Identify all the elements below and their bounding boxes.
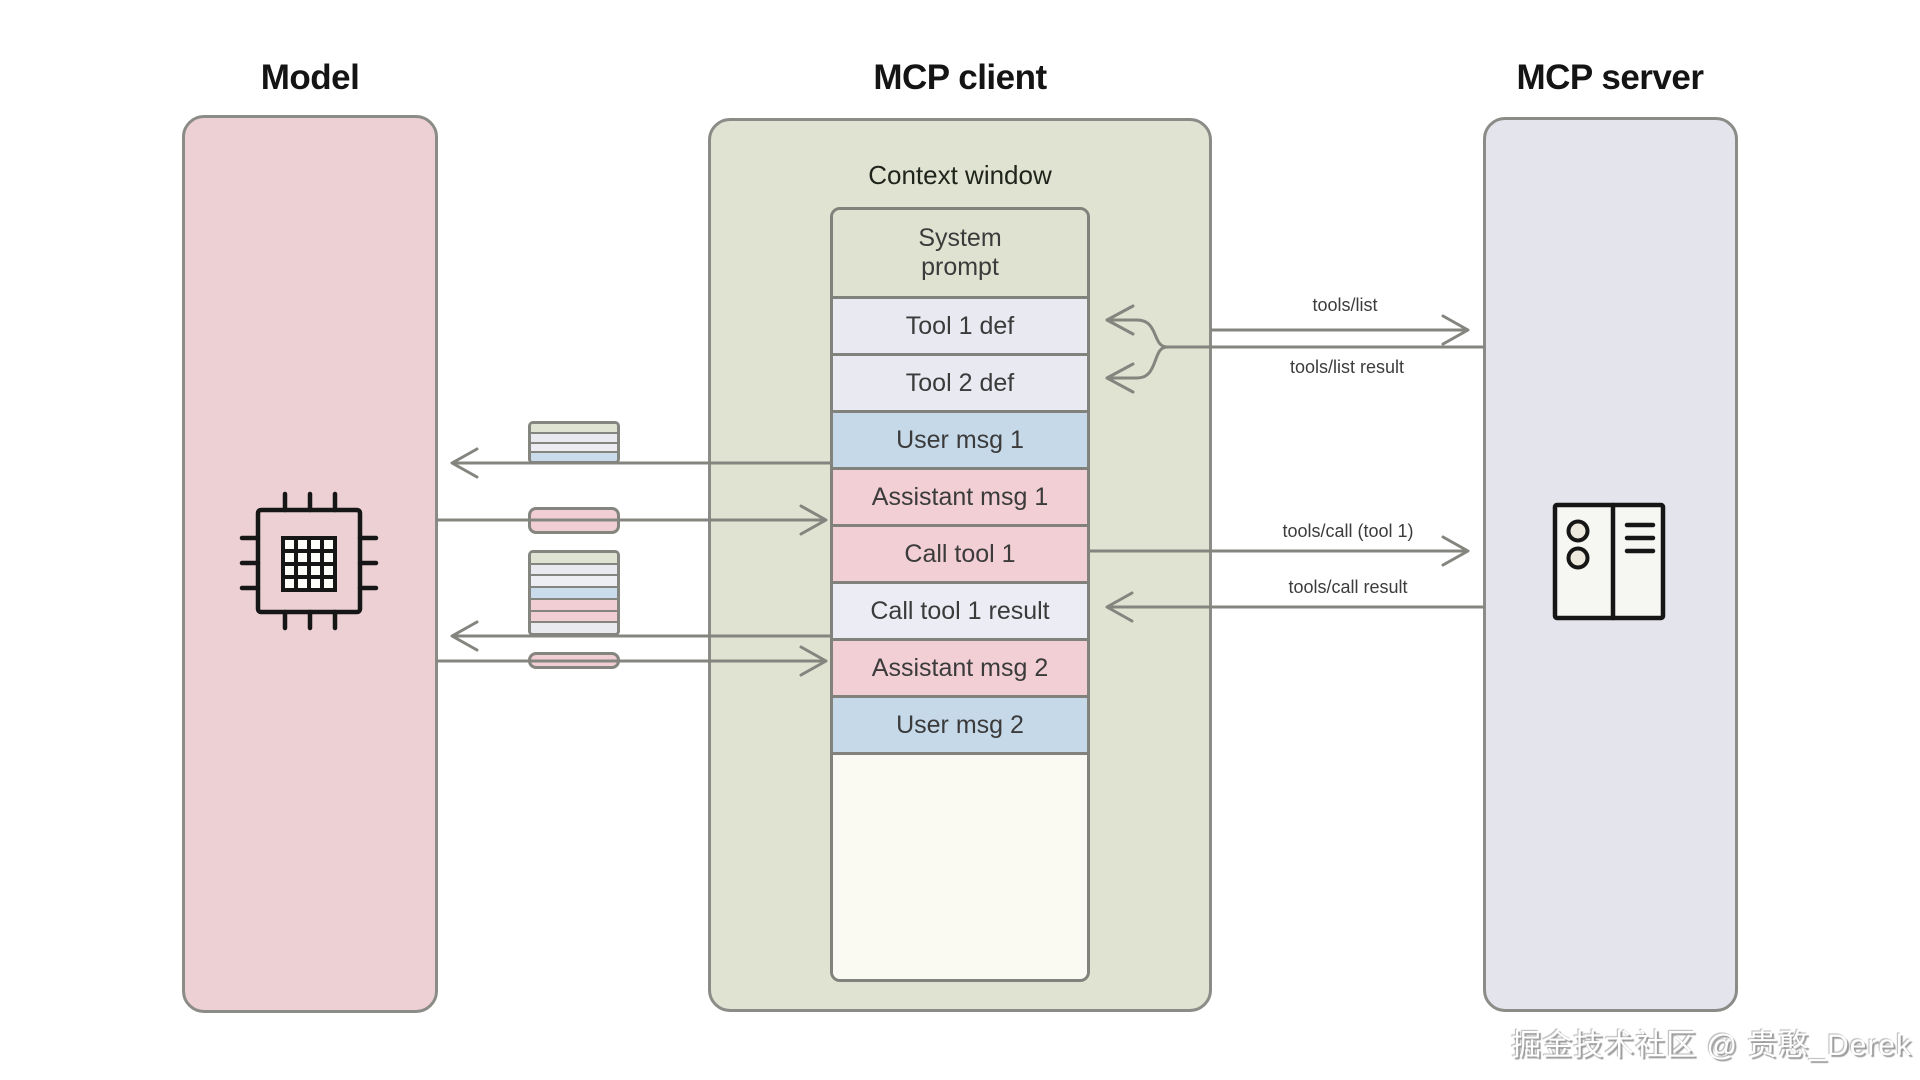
row-tool-2-def: Tool 2 def: [833, 353, 1087, 410]
token-stripe: [531, 621, 617, 633]
token-stripe: [531, 424, 617, 432]
token-stripe: [531, 609, 617, 622]
tools-call-label: tools/call (tool 1): [1282, 521, 1414, 541]
mcp-client-title: MCP client: [873, 58, 1047, 97]
mcp-server-title: MCP server: [1516, 58, 1704, 97]
token-stripe: [531, 562, 617, 575]
context-tokens-packet-1: [528, 421, 620, 464]
token-stripe: [531, 586, 617, 598]
row-user-msg-2: User msg 2: [833, 695, 1087, 752]
row-tool-1-def: Tool 1 def: [833, 296, 1087, 353]
token-stripe: [531, 451, 617, 461]
assistant-tokens-packet-2: [528, 652, 620, 669]
empty-context-space: [833, 752, 1087, 979]
model-title: Model: [260, 58, 360, 97]
context-tokens-packet-2: [528, 550, 620, 636]
row-assistant-msg-1: Assistant msg 1: [833, 467, 1087, 524]
token-stripe: [531, 553, 617, 563]
context-window-stack: System prompt Tool 1 def Tool 2 def User…: [830, 207, 1090, 982]
chip-icon: [239, 491, 379, 631]
token-stripe: [531, 441, 617, 452]
tools-list-result-label: tools/list result: [1289, 357, 1405, 377]
tools-call-result-label: tools/call result: [1288, 577, 1408, 597]
watermark: 掘金技术社区 @ 贵憨_Derek: [1511, 1029, 1912, 1062]
row-user-msg-1: User msg 1: [833, 410, 1087, 467]
tools-list-label: tools/list: [1312, 295, 1378, 315]
token-stripe: [531, 597, 617, 610]
token-stripe: [531, 431, 617, 442]
arrow-tools-list: [1210, 314, 1470, 346]
context-window-label: Context window: [868, 160, 1052, 190]
server-rack-icon: [1552, 502, 1666, 621]
row-call-tool-1-result: Call tool 1 result: [833, 581, 1087, 638]
row-assistant-msg-2: Assistant msg 2: [833, 638, 1087, 695]
token-stripe: [531, 574, 617, 587]
assistant-tokens-packet-1: [528, 507, 620, 534]
row-call-tool-1: Call tool 1: [833, 524, 1087, 581]
row-system-prompt: System prompt: [833, 210, 1087, 296]
